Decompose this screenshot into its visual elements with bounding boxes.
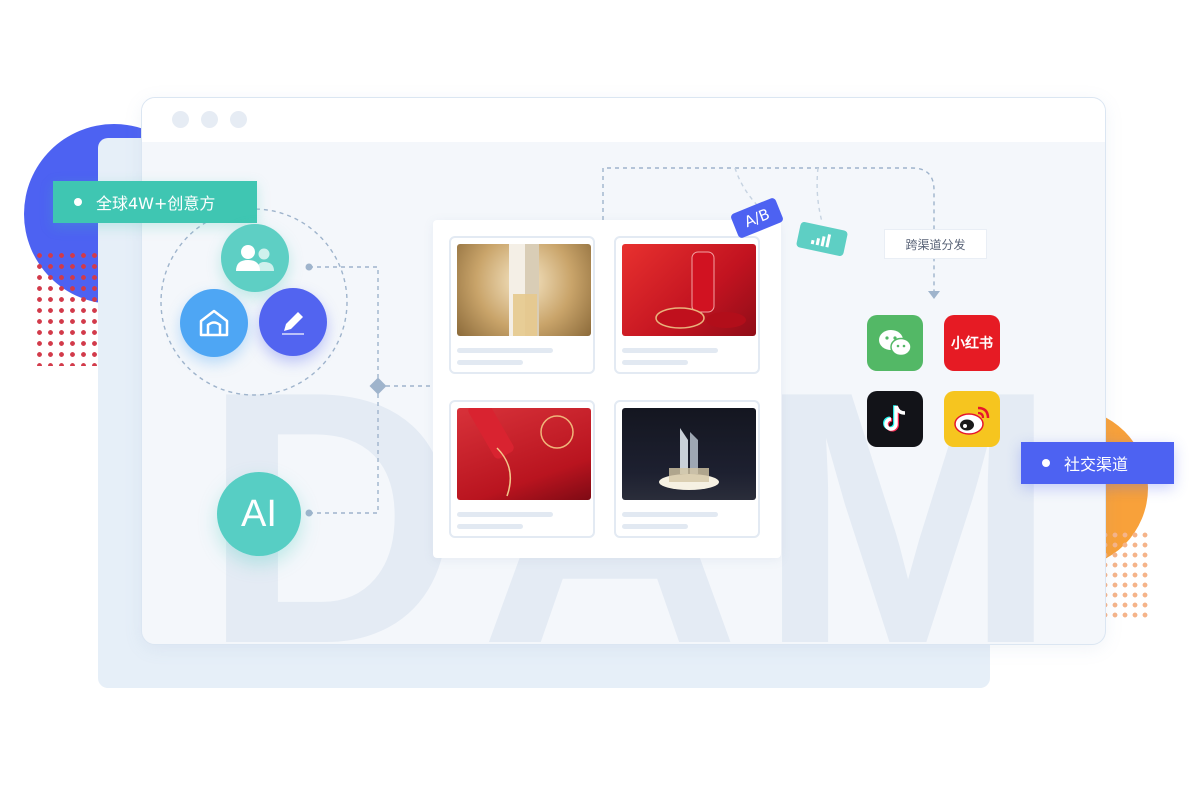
placeholder-bar — [457, 348, 553, 353]
window-dot — [230, 111, 247, 128]
window-dot — [201, 111, 218, 128]
label-dot — [74, 198, 82, 206]
asset-image-dark-display — [622, 408, 756, 500]
placeholder-bar — [622, 512, 718, 517]
label-dot — [1042, 459, 1050, 467]
users-icon[interactable] — [221, 224, 289, 292]
pencil-icon[interactable] — [259, 288, 327, 356]
creators-label-text: 全球4W+创意方 — [96, 194, 216, 213]
asset-card[interactable] — [449, 236, 595, 374]
weibo-icon[interactable] — [944, 391, 1000, 447]
asset-image-gold — [457, 244, 591, 336]
placeholder-bar — [457, 512, 553, 517]
placeholder-bar — [622, 360, 688, 365]
distribute-label: 跨渠道分发 — [884, 229, 987, 259]
chart-icon — [795, 221, 849, 257]
ai-badge[interactable]: AI — [217, 472, 301, 556]
orange-dots-decoration — [1100, 530, 1150, 622]
social-channels-label: 社交渠道 — [1021, 442, 1174, 484]
red-dots-decoration — [34, 250, 100, 366]
window-titlebar — [142, 98, 1105, 142]
asset-image-red-bottle — [457, 408, 591, 500]
creators-label: 全球4W+创意方 — [53, 181, 257, 223]
placeholder-bar — [457, 360, 523, 365]
placeholder-bar — [457, 524, 523, 529]
social-channels-label-text: 社交渠道 — [1064, 455, 1129, 474]
asset-image-red-serum — [622, 244, 756, 336]
wechat-icon[interactable] — [867, 315, 923, 371]
asset-card[interactable] — [614, 400, 760, 538]
asset-card[interactable] — [614, 236, 760, 374]
douyin-icon[interactable] — [867, 391, 923, 447]
home-icon[interactable] — [180, 289, 248, 357]
xiaohongshu-icon[interactable]: 小红书 — [944, 315, 1000, 371]
placeholder-bar — [622, 348, 718, 353]
placeholder-bar — [622, 524, 688, 529]
asset-card[interactable] — [449, 400, 595, 538]
window-dot — [172, 111, 189, 128]
